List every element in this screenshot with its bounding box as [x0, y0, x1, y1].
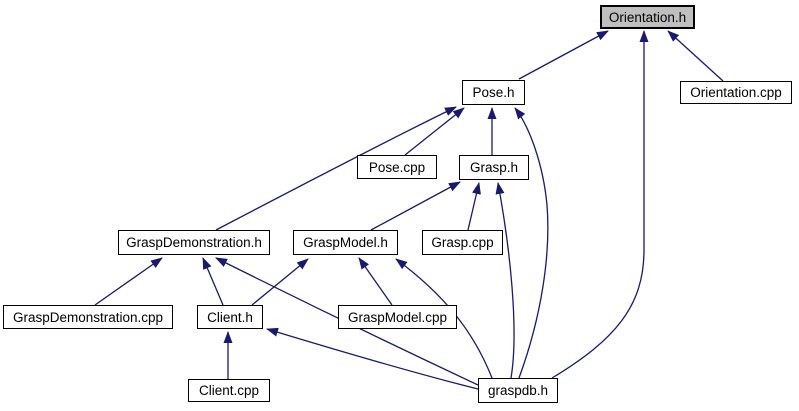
node-grasp-cpp[interactable]: Grasp.cpp — [422, 230, 503, 255]
node-label: GraspDemonstration.cpp — [12, 309, 164, 325]
edge-orientation-cpp-to-orientation-h — [667, 30, 724, 82]
node-grasp-h[interactable]: Grasp.h — [459, 155, 529, 180]
node-graspdemonstration-cpp[interactable]: GraspDemonstration.cpp — [3, 305, 173, 329]
node-label: Pose.cpp — [368, 159, 426, 175]
edge-client-h-to-graspmodel-h — [251, 258, 309, 306]
edge-graspmodel-h-to-grasp-h — [370, 181, 461, 231]
edge-graspmodel-cpp-to-graspmodel-h — [358, 257, 393, 306]
node-label: GraspDemonstration.h — [126, 235, 262, 250]
node-graspmodel-h[interactable]: GraspModel.h — [293, 230, 398, 255]
edge-graspdb-h-to-pose-h — [514, 107, 549, 379]
node-label: Orientation.h — [608, 9, 687, 25]
node-client-h[interactable]: Client.h — [197, 305, 263, 329]
node-label: Grasp.h — [469, 160, 519, 175]
node-graspmodel-cpp[interactable]: GraspModel.cpp — [338, 305, 457, 329]
edge-graspdemonstration-cpp-to-graspdemonstration-h — [94, 257, 163, 306]
node-pose-h[interactable]: Pose.h — [462, 80, 525, 105]
node-label: Grasp.cpp — [431, 235, 494, 250]
node-label: Orientation.cpp — [690, 85, 782, 100]
node-graspdemonstration-h[interactable]: GraspDemonstration.h — [118, 230, 270, 255]
edge-pose-h-to-orientation-h — [518, 30, 609, 80]
node-label: Client.cpp — [198, 383, 260, 398]
node-label: GraspModel.h — [303, 235, 388, 250]
node-pose-cpp[interactable]: Pose.cpp — [357, 155, 437, 179]
edge-graspdb-h-to-orientation-h — [551, 30, 649, 379]
edge-pose-cpp-to-pose-h — [404, 107, 465, 156]
edge-graspdb-h-to-client-h — [266, 327, 479, 390]
node-graspdb-h[interactable]: graspdb.h — [478, 378, 558, 403]
edge-grasp-cpp-to-grasp-h — [467, 182, 481, 231]
node-label: GraspModel.cpp — [347, 309, 448, 325]
node-label: graspdb.h — [487, 383, 549, 398]
node-orientation-h: Orientation.h — [600, 5, 695, 29]
edge-graspdb-h-to-grasp-h — [495, 182, 515, 379]
node-orientation-cpp[interactable]: Orientation.cpp — [680, 81, 792, 104]
edge-client-h-to-graspdemonstration-h — [202, 257, 224, 306]
node-client-cpp[interactable]: Client.cpp — [188, 379, 270, 402]
node-label: Client.h — [207, 309, 253, 325]
edge-graspdemonstration-h-to-pose-h — [215, 106, 457, 231]
node-label: Pose.h — [472, 85, 515, 100]
